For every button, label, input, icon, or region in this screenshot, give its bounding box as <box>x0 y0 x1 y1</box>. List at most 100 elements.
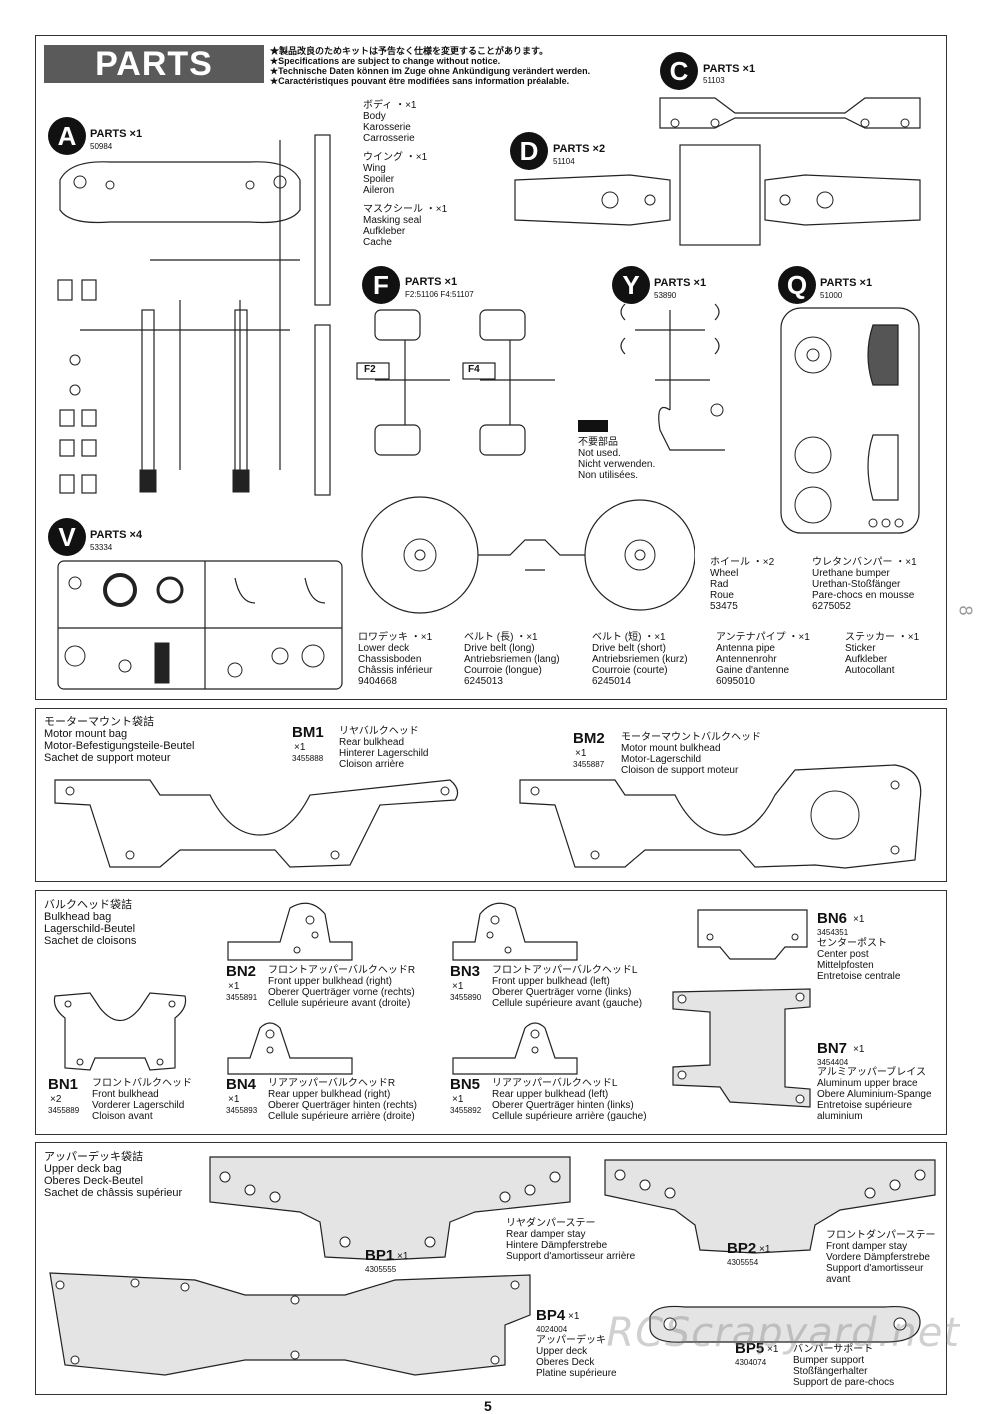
belt-long-label: ベルト (長) ・×1 Drive belt (long) Antriebsri… <box>464 632 560 687</box>
wing-en: Wing <box>363 163 386 174</box>
bulkhead-bag-en: Bulkhead bag <box>44 911 112 923</box>
upper-deck-bag-de: Oberes Deck-Beutel <box>44 1175 144 1187</box>
parts-y-sprue <box>620 303 725 451</box>
bn3-code: BN3 <box>450 963 481 980</box>
bn4-names: リアアッパーバルクヘッドR Rear upper bulkhead (right… <box>268 1078 417 1122</box>
bm1-qty: ×1 <box>294 742 306 753</box>
motor-bag-de: Motor-Befestigungsteile-Beutel <box>44 740 195 752</box>
bn2-qty: ×1 <box>228 981 240 992</box>
bn6-drawing <box>697 909 808 960</box>
bp1-names: リヤダンパーステー Rear damper stay Hintere Dämpf… <box>506 1218 635 1262</box>
bm1-en: Rear bulkhead <box>339 737 405 748</box>
parts-d-number: 51104 <box>553 157 575 166</box>
bn1-names: フロントバルクヘッド Front bulkhead Vorderer Lager… <box>92 1078 192 1122</box>
bp5-fr: Support de pare-chocs <box>793 1377 895 1388</box>
belt-short-de: Antriebsriemen (kurz) <box>592 654 688 665</box>
bp2-names: フロントダンパーステー Front damper stay Vordere Dä… <box>826 1230 936 1285</box>
bn2-drawing <box>227 902 353 961</box>
f2-tag: F2 <box>364 364 376 375</box>
wheel-sprue <box>361 496 695 614</box>
wheel-en: Wheel <box>710 568 739 579</box>
bp4-de: Oberes Deck <box>536 1357 595 1368</box>
parts-a-sprue <box>57 134 331 496</box>
bn4-jp: リアアッパーバルクヘッドR <box>268 1078 396 1089</box>
bm1-fr: Cloison arrière <box>339 759 405 770</box>
side-mark: 8 <box>955 605 976 616</box>
bp5-qty: ×1 <box>767 1344 779 1355</box>
parts-q-badge: Q <box>778 266 816 304</box>
bn1-number: 3455889 <box>48 1106 80 1115</box>
bm2-number: 3455887 <box>573 760 605 769</box>
antenna-de: Antennenrohr <box>716 654 777 665</box>
bn7-code: BN7 <box>817 1040 848 1057</box>
bn2-names: フロントアッパーバルクヘッドR Front upper bulkhead (ri… <box>268 965 415 1009</box>
bn7-fr: Entretoise supérieure <box>817 1100 913 1111</box>
antenna-fr: Gaine d'antenne <box>716 665 790 676</box>
parts-q-sprue <box>780 307 920 534</box>
belt-long-jp: ベルト (長) ・×1 <box>464 632 538 643</box>
antenna-number: 6095010 <box>716 676 755 687</box>
bn5-de: Oberer Querträger hinten (links) <box>492 1100 634 1111</box>
bn2-de: Oberer Querträger vorne (rechts) <box>268 987 415 998</box>
lower-deck-fr: Châssis inférieur <box>358 665 433 676</box>
parts-c-sprue <box>659 97 921 129</box>
bn6-number: 3454351 <box>817 928 849 937</box>
parts-a-number: 50984 <box>90 142 113 151</box>
parts-a-label: PARTS ×1 <box>90 128 143 140</box>
not-used-en: Not used. <box>578 448 621 459</box>
motor-mount-panel <box>35 708 947 882</box>
bn1-qty: ×2 <box>50 1094 62 1105</box>
bp5-drawing <box>649 1305 921 1343</box>
not-used-swatch <box>578 420 608 432</box>
upper-deck-bag-en: Upper deck bag <box>44 1163 122 1175</box>
wheel-number: 53475 <box>710 601 738 612</box>
bn5-en: Rear upper bulkhead (left) <box>492 1089 609 1100</box>
belt-short-jp: ベルト (短) ・×1 <box>592 632 666 643</box>
belt-long-fr: Courroie (longue) <box>464 665 542 676</box>
not-used-jp: 不要部品 <box>578 437 618 448</box>
bn4-en: Rear upper bulkhead (right) <box>268 1089 391 1100</box>
bn3-names: フロントアッパーバルクヘッドL Front upper bulkhead (le… <box>492 965 642 1009</box>
not-used-fr: Non utilisées. <box>578 470 639 481</box>
wheel-fr: Roue <box>710 590 734 601</box>
bn7-en: Aluminum upper brace <box>817 1078 918 1089</box>
lower-deck-en: Lower deck <box>358 643 410 654</box>
bm1-number: 3455888 <box>292 754 324 763</box>
motor-bag-fr: Sachet de support moteur <box>44 752 171 764</box>
bp1-jp: リヤダンパーステー <box>506 1218 596 1229</box>
note-fr: ★Caractéristiques pouvant être modifiées… <box>270 76 570 86</box>
bumper-de: Urethan-Stoßfänger <box>812 579 901 590</box>
parts-y-badge: Y <box>612 266 650 304</box>
bm2-de: Motor-Lagerschild <box>621 754 702 765</box>
bn7-number: 3454404 <box>817 1058 849 1067</box>
bn3-number: 3455890 <box>450 993 482 1002</box>
bp2-en: Front damper stay <box>826 1241 908 1252</box>
bp2-code: BP2 <box>727 1240 757 1257</box>
bn6-qty: ×1 <box>853 914 865 925</box>
bn3-en: Front upper bulkhead (left) <box>492 976 610 987</box>
bp2-qty: ×1 <box>759 1244 771 1255</box>
lower-deck-de: Chassisboden <box>358 654 422 665</box>
bulkhead-bag-de: Lagerschild-Beutel <box>44 923 136 935</box>
belt-short-fr: Courroie (courte) <box>592 665 668 676</box>
bm2-drawing <box>519 764 922 869</box>
parts-c-badge: C <box>660 52 698 90</box>
bm2-code: BM2 <box>573 730 605 747</box>
bp2-fr: Support d'amortisseur <box>826 1263 924 1274</box>
bn2-fr: Cellule supérieure avant (droite) <box>268 998 411 1009</box>
bp5-number: 4304074 <box>735 1358 767 1367</box>
belt-short-number: 6245014 <box>592 676 631 687</box>
parts-q-number: 51000 <box>820 291 843 300</box>
parts-d-label: PARTS ×2 <box>553 143 606 155</box>
bp2-number: 4305554 <box>727 1258 759 1267</box>
lower-deck-label: ロワデッキ ・×1 Lower deck Chassisboden Châssi… <box>358 632 432 687</box>
antenna-jp: アンテナパイプ ・×1 <box>716 632 810 643</box>
bp4-fr: Platine supérieure <box>536 1368 617 1379</box>
upper-deck-bag-fr: Sachet de châssis supérieur <box>44 1187 183 1199</box>
bn4-number: 3455893 <box>226 1106 258 1115</box>
parts-a-badge: A <box>48 117 86 155</box>
bn6-code: BN6 <box>817 910 848 927</box>
bp4-jp: アッパーデッキ <box>536 1335 606 1346</box>
bn5-number: 3455892 <box>450 1106 482 1115</box>
bn3-qty: ×1 <box>452 981 464 992</box>
